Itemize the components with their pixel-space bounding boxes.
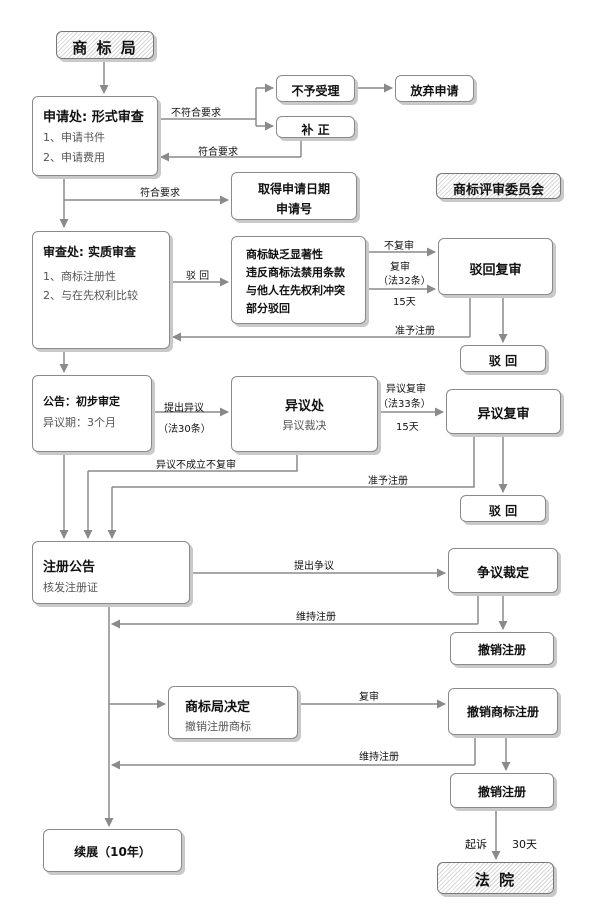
trademark-office-label: 商 标 局	[72, 39, 138, 57]
reject-reason-2: 违反商标法禁用条款	[246, 266, 345, 279]
not-accepted-label: 不予受理	[291, 84, 340, 98]
trademark-office-node: 商 标 局	[56, 31, 154, 59]
filing-date-node: 取得申请日期 申请号	[231, 172, 357, 220]
edge-label-review: 复审	[390, 262, 410, 273]
opposition-title: 异议处	[284, 399, 324, 414]
court-node: 法 院	[437, 862, 554, 894]
application-office-title: 申请处: 形式审查	[43, 110, 144, 125]
filing-date-line2: 申请号	[275, 202, 312, 216]
edge-label-law33: （法33条）	[378, 399, 431, 410]
edge-label-approve-2: 准予注册	[368, 476, 408, 487]
examination-item2: 2、与在先权利比较	[43, 289, 138, 302]
edge-label-sue: 起诉	[465, 838, 487, 851]
office-decision-title: 商标局决定	[185, 700, 251, 715]
rejected-label-2: 驳 回	[488, 504, 518, 518]
edge-label-approve-1: 准予注册	[395, 326, 435, 337]
opposition-review-node: 异议复审	[446, 389, 561, 434]
application-office-node: 申请处: 形式审查 1、申请书件 2、申请费用	[32, 96, 158, 176]
rejection-review-label: 驳回复审	[469, 263, 522, 278]
edge-label-opp-review: 异议复审	[386, 384, 426, 395]
opposition-node: 异议处 异议裁决	[231, 376, 378, 452]
review-board-label: 商标评审委员会	[452, 183, 544, 198]
edge-label-dismiss: 驳 回	[186, 271, 210, 282]
examination-title: 审查处: 实质审查	[43, 245, 136, 259]
edge-label-15-days-b: 15天	[396, 422, 419, 433]
revoke-trademark-node: 撤销商标注册	[448, 688, 558, 735]
edge-label-no-review: 不复审	[384, 241, 414, 252]
renewal-node: 续展（10年）	[43, 829, 182, 872]
edge-label-maintain-2: 维持注册	[359, 752, 399, 763]
edge-label-maintain-1: 维持注册	[296, 612, 336, 623]
revoke-registration-node-2: 撤销注册	[450, 773, 554, 808]
edge-label-review-2: 复审	[359, 692, 379, 703]
edge-label-file-dispute: 提出争议	[294, 561, 334, 572]
examination-item1: 1、商标注册性	[43, 270, 116, 283]
edge-label-15-days-a: 15天	[393, 297, 416, 308]
announcement-period: 异议期：3个月	[43, 416, 116, 429]
reject-reason-1: 商标缺乏显著性	[246, 248, 323, 261]
examination-node: 审查处: 实质审查 1、商标注册性 2、与在先权利比较	[32, 231, 170, 349]
edge-label-law32: （法32条）	[378, 276, 431, 287]
edge-label-conform-2: 符合要求	[140, 188, 180, 199]
correction-label: 补 正	[301, 123, 330, 137]
edge-label-file-opposition: 提出异议	[164, 403, 204, 414]
rejected-label-1: 驳 回	[488, 354, 518, 368]
review-board-node: 商标评审委员会	[436, 173, 561, 199]
application-office-item1: 1、申请书件	[43, 131, 105, 144]
revoke-trademark-label: 撤销商标注册	[466, 705, 539, 719]
application-office-item2: 2、申请费用	[43, 151, 105, 164]
opposition-review-label: 异议复审	[477, 407, 530, 422]
office-decision-node: 商标局决定 撤销注册商标	[168, 686, 298, 739]
abandon-label: 放弃申请	[410, 84, 459, 98]
dispute-ruling-node: 争议裁定	[448, 548, 558, 593]
edge-label-opp-not-established: 异议不成立不复审	[156, 460, 236, 471]
registration-announcement-node: 注册公告 核发注册证	[32, 541, 190, 604]
rejected-node-2: 驳 回	[460, 495, 546, 522]
abandon-node: 放弃申请	[395, 75, 474, 102]
revoke-registration-node-1: 撤销注册	[450, 632, 554, 665]
revoke-registration-label-2: 撤销注册	[477, 785, 526, 799]
renewal-label: 续展（10年）	[74, 845, 151, 859]
announcement-title: 公告：初步审定	[43, 395, 120, 408]
rejection-reasons-node: 商标缺乏显著性 违反商标法禁用条款 与他人在先权利冲突 部分驳回	[231, 236, 366, 324]
registration-announcement-sub: 核发注册证	[43, 581, 98, 594]
edge-label-30-days: 30天	[512, 838, 537, 851]
reject-reason-4: 部分驳回	[246, 302, 290, 315]
opposition-sub: 异议裁决	[282, 419, 327, 432]
edge-label-conform-1: 符合要求	[198, 147, 238, 158]
correction-node: 补 正	[276, 116, 355, 138]
reject-reason-3: 与他人在先权利冲突	[246, 284, 345, 297]
edge-label-not-conform: 不符合要求	[171, 108, 221, 119]
not-accepted-node: 不予受理	[276, 75, 355, 102]
revoke-registration-label-1: 撤销注册	[477, 643, 526, 657]
edge-label-law30: （法30条）	[158, 424, 211, 435]
filing-date-line1: 取得申请日期	[257, 182, 330, 196]
rejection-review-node: 驳回复审	[438, 238, 553, 295]
registration-announcement-title: 注册公告	[43, 560, 96, 575]
court-label: 法 院	[474, 871, 517, 889]
announcement-node: 公告：初步审定 异议期：3个月	[32, 375, 152, 452]
office-decision-sub: 撤销注册商标	[185, 720, 251, 733]
rejected-node-1: 驳 回	[460, 345, 546, 372]
dispute-ruling-label: 争议裁定	[476, 566, 529, 581]
